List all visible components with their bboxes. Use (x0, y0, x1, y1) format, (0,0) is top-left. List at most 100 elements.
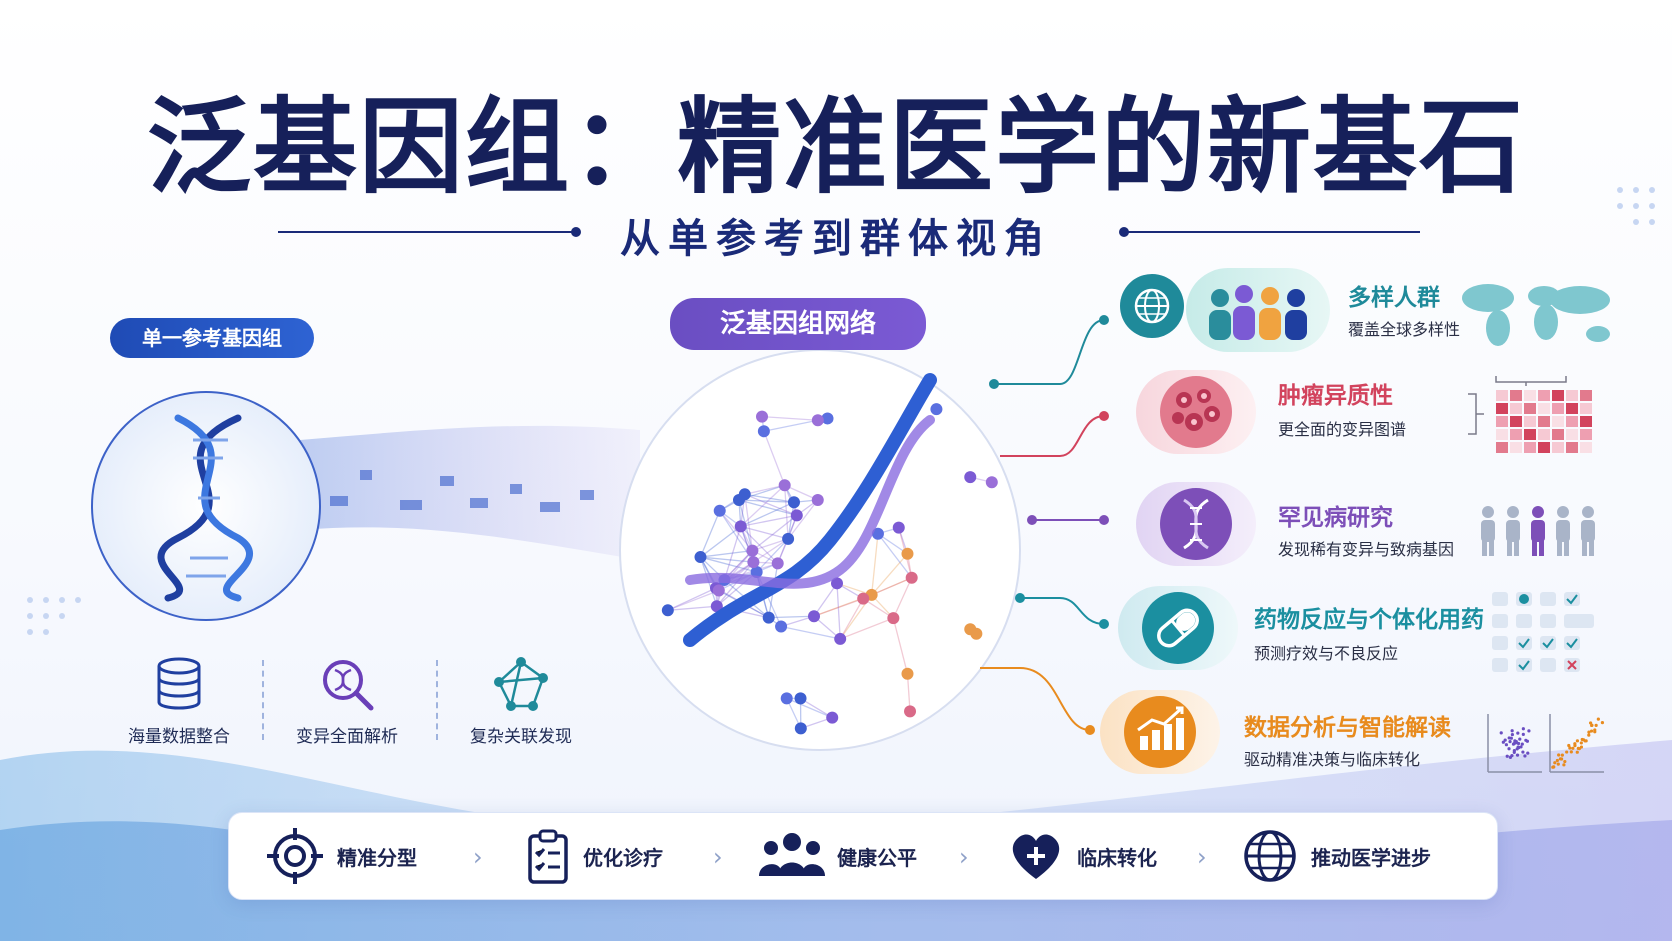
network-node (756, 410, 769, 423)
heatmap-cell (1524, 416, 1536, 427)
network-node (746, 544, 759, 557)
network-node (780, 692, 793, 705)
network-edge (744, 493, 798, 517)
heatmap-cell (1524, 390, 1536, 401)
network-edge (667, 605, 717, 611)
benefit-optimize-treatment: 优化诊疗 (525, 813, 663, 899)
network-node (694, 551, 707, 564)
network-edge (740, 525, 779, 564)
network-node (901, 667, 914, 680)
feature-data-integration: 海量数据整合 (104, 656, 254, 747)
chevron-right-icon: › (473, 843, 483, 871)
scatter-point (1565, 750, 1569, 754)
network-edge (836, 582, 872, 596)
heatmap-cell (1580, 442, 1592, 453)
network-edge (839, 598, 864, 640)
network-node (901, 547, 914, 560)
heatmap-cell (1538, 429, 1550, 440)
network-edge (761, 415, 818, 421)
scatter-point (1557, 753, 1561, 757)
heatmap-cell (1566, 442, 1578, 453)
benefit-health-equity: 健康公平 (759, 813, 917, 899)
heatmap-cell (1524, 442, 1536, 453)
pangenome-network (619, 349, 1021, 751)
network-edge (892, 577, 913, 619)
checklist-grid-icon (1492, 592, 1594, 672)
scatter-point (1569, 750, 1573, 754)
chevron-right-icon: › (959, 843, 969, 871)
dna-search-icon (323, 660, 374, 711)
application-title: 肿瘤异质性 (1278, 383, 1393, 409)
scatter-point (1588, 721, 1593, 725)
benefit-advance-medicine: 推动医学进步 (1241, 813, 1431, 899)
network-edge (813, 582, 838, 617)
network-node (790, 509, 803, 522)
application-tumor-heterogeneity: 肿瘤异质性 更全面的变异图谱 (1136, 370, 1666, 460)
network-edge (700, 549, 753, 558)
feature-label: 复杂关联发现 (470, 727, 572, 747)
dna-icon (1136, 482, 1256, 566)
network-edge (699, 510, 721, 558)
network-edge (784, 485, 789, 539)
dna-helix-strand (683, 373, 937, 647)
network-node (794, 722, 807, 735)
scatter-point (1513, 741, 1517, 745)
network-edge (716, 561, 754, 607)
page-title: 泛基因组：精准医学的新基石 (146, 86, 1525, 208)
dna-helix-icon (157, 414, 253, 602)
network-node (821, 412, 834, 425)
network-node (778, 479, 791, 492)
application-title: 罕见病研究 (1278, 505, 1393, 531)
scatter-point (1594, 723, 1598, 727)
scatter-point (1508, 755, 1513, 759)
scatter-point (1501, 740, 1505, 744)
network-node (892, 521, 905, 534)
scatter-point (1553, 761, 1557, 765)
growth-chart-icon (1100, 690, 1220, 774)
heatmap-icon (1468, 376, 1592, 453)
network-node (905, 571, 918, 584)
scatter-point (1521, 732, 1525, 736)
application-title: 多样人群 (1348, 285, 1440, 311)
network-edge (756, 538, 789, 573)
network-node (834, 632, 847, 645)
application-desc: 预测疗效与不良反应 (1254, 644, 1399, 663)
network-node (750, 566, 763, 579)
scatter-point (1590, 723, 1594, 728)
scatter-point (1499, 731, 1503, 735)
benefit-clinical-translation: 临床转化 (1007, 813, 1157, 899)
network-edge (738, 499, 794, 503)
network-node (787, 496, 800, 509)
network-edge (667, 587, 717, 611)
feature-label: 变异全面解析 (296, 727, 398, 747)
dna-helix-strand (685, 415, 935, 589)
benefit-label: 健康公平 (837, 845, 917, 870)
scatter-point (1521, 727, 1525, 731)
scatter-point (1524, 738, 1528, 742)
scatter-point (1555, 758, 1559, 763)
scatter-point (1587, 733, 1591, 737)
scatter-point (1521, 750, 1525, 754)
scatter-point (1504, 743, 1509, 747)
globe-icon (1120, 274, 1184, 338)
heatmap-cell (1510, 429, 1522, 440)
network-edge (700, 525, 742, 558)
heatmap-cell (1496, 442, 1508, 453)
scatter-point (1510, 729, 1514, 733)
scatter-point (1584, 739, 1588, 743)
network-edge (744, 484, 785, 495)
network-edge (740, 484, 786, 527)
bottom-benefits-bar: 精准分型 › 优化诊疗 › 健康公平 › 临床转化 › 推动医学进步 (228, 812, 1498, 900)
heatmap-cell (1510, 416, 1522, 427)
heatmap-cell (1510, 390, 1522, 401)
network-edge (744, 494, 754, 551)
network-edge (768, 615, 815, 619)
scatter-point (1587, 730, 1591, 734)
heatmap-cell (1496, 390, 1508, 401)
chevron-right-icon: › (1197, 843, 1207, 871)
heatmap-cell (1524, 403, 1536, 414)
heatmap-cell (1580, 429, 1592, 440)
scatter-point (1507, 747, 1511, 751)
network-edge (700, 556, 754, 563)
heatmap-cell (1510, 442, 1522, 453)
